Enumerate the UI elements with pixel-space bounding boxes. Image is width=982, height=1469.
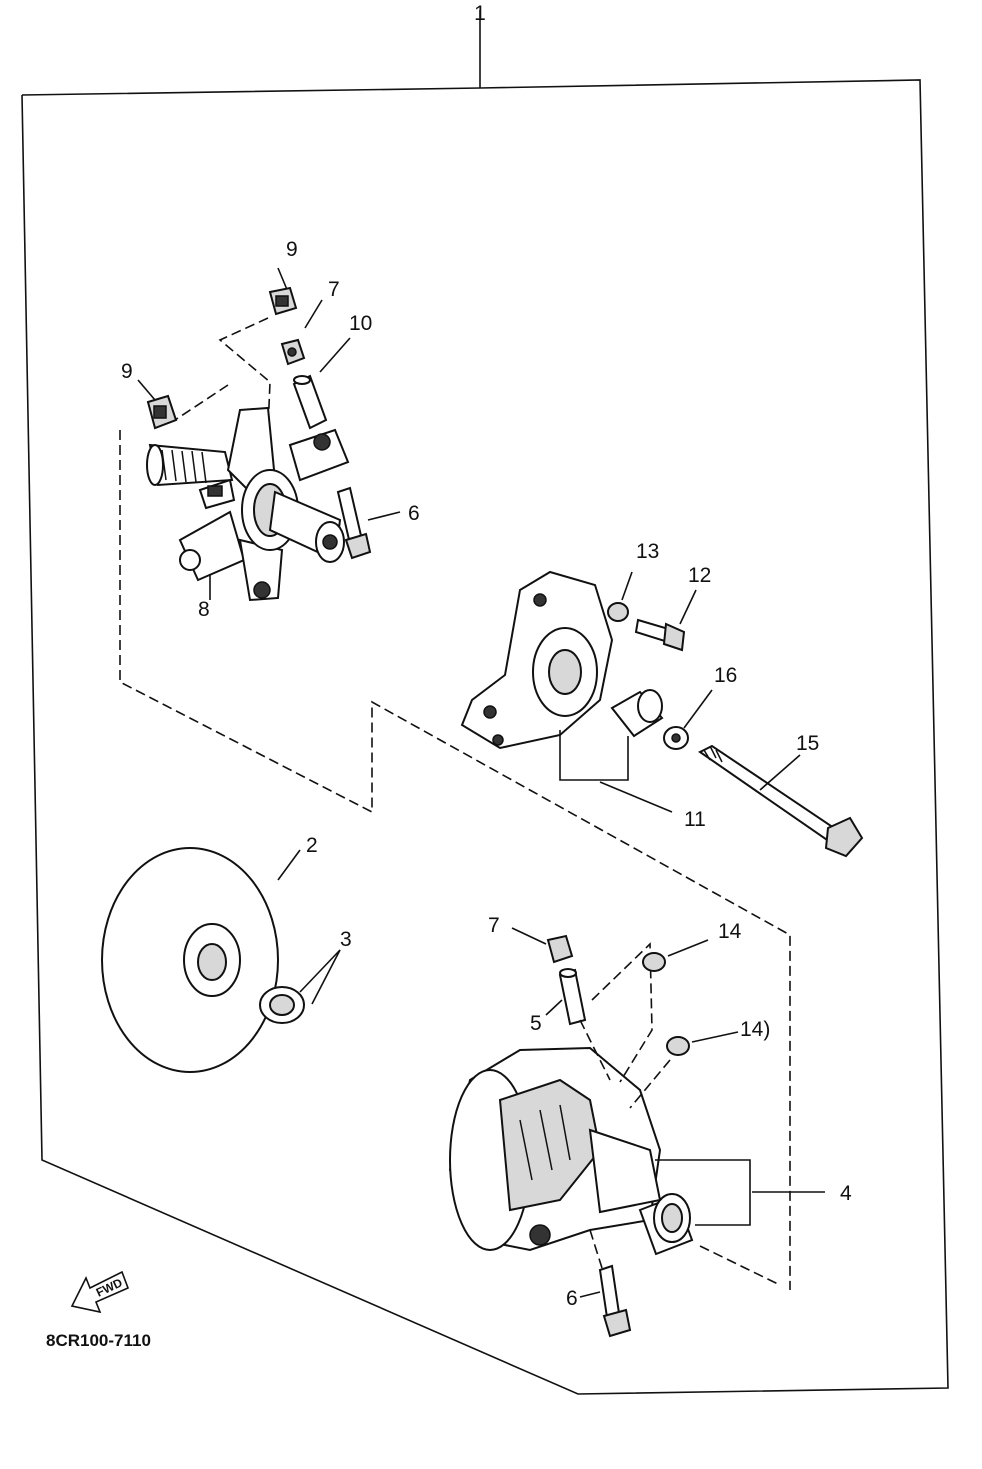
cap-housing	[460, 570, 614, 750]
callout-7-upper: 7	[328, 278, 340, 301]
bushing-11	[610, 689, 664, 738]
assembly-frame	[21, 10, 949, 1395]
group-lines-4	[655, 1159, 825, 1286]
spider-8	[146, 406, 350, 602]
bolt-6-lower	[579, 1229, 632, 1338]
weight-nut-9-upper	[268, 286, 298, 316]
movable-sheave-4	[448, 1046, 662, 1252]
callout-14-lower: 14)	[740, 1018, 770, 1041]
bushing-4	[638, 1193, 694, 1256]
nut-14-upper	[642, 939, 709, 972]
bolt-15	[698, 744, 864, 858]
bolt-12	[634, 589, 697, 652]
callout-6-lower: 6	[566, 1287, 578, 1310]
callout-9-lower: 9	[121, 360, 133, 383]
callout-11: 11	[684, 808, 706, 831]
pin-10	[292, 374, 328, 430]
callout-7-lower: 7	[488, 914, 500, 937]
callout-4: 4	[840, 1182, 852, 1205]
bolt-6-upper	[336, 486, 372, 560]
washer-16	[663, 689, 713, 750]
callout-9-upper: 9	[286, 238, 298, 261]
nut-7-upper	[280, 338, 306, 366]
callout-14-upper: 14	[718, 920, 742, 943]
group-lines-11	[559, 730, 673, 813]
callout-2: 2	[306, 834, 318, 857]
callout-10: 10	[349, 312, 372, 335]
nut-14-lower	[629, 1031, 739, 1109]
nut-7-lower	[511, 927, 574, 964]
callout-5: 5	[530, 1012, 542, 1035]
callout-1: 1	[474, 2, 486, 25]
pin-5	[545, 942, 653, 1083]
callout-6-upper: 6	[408, 502, 420, 525]
callout-8: 8	[198, 598, 210, 621]
weight-nut-9-lower	[146, 394, 178, 430]
sheave-2	[101, 847, 301, 1073]
nut-13	[607, 571, 633, 622]
callout-16: 16	[714, 664, 737, 687]
callout-15: 15	[796, 732, 819, 755]
callout-12: 12	[688, 564, 711, 587]
fwd-arrow-icon	[70, 1270, 130, 1314]
bushing-3	[259, 949, 341, 1024]
part-code: 8CR100-7110	[46, 1331, 151, 1350]
callout-3: 3	[340, 928, 352, 951]
callout-13: 13	[636, 540, 659, 563]
